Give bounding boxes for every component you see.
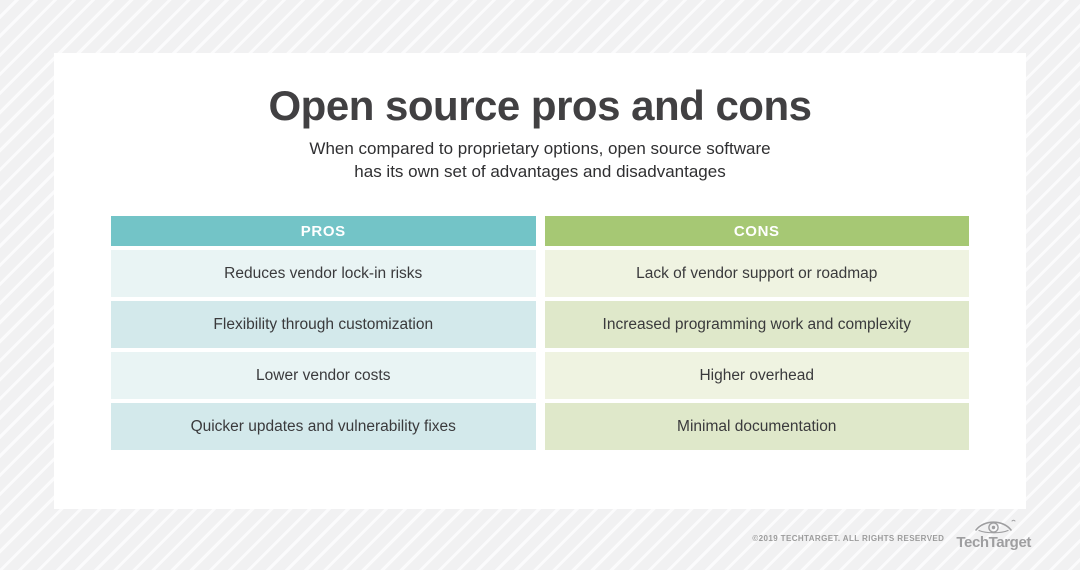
techtarget-logo: TechTarget — [956, 517, 1031, 550]
pros-cell: Quicker updates and vulnerability fixes — [111, 403, 536, 450]
pros-cell: Flexibility through customization — [111, 301, 536, 348]
eye-target-icon — [974, 519, 1016, 534]
cons-cell: Minimal documentation — [544, 403, 969, 450]
cons-column-header: CONS — [544, 216, 969, 246]
pros-cell: Reduces vendor lock-in risks — [111, 250, 536, 297]
pros-cell: Lower vendor costs — [111, 352, 536, 399]
page-subtitle: When compared to proprietary options, op… — [54, 137, 1026, 183]
cons-column: CONS Lack of vendor support or roadmap I… — [544, 216, 969, 450]
pros-column: PROS Reduces vendor lock-in risks Flexib… — [111, 216, 536, 450]
pros-cons-table: PROS Reduces vendor lock-in risks Flexib… — [111, 216, 969, 450]
copyright-text: ©2019 TECHTARGET. ALL RIGHTS RESERVED — [752, 534, 945, 543]
subtitle-line-1: When compared to proprietary options, op… — [309, 139, 771, 158]
page-title: Open source pros and cons — [268, 82, 812, 129]
pros-column-header: PROS — [111, 216, 536, 246]
infographic-card: Open source pros and cons When compared … — [54, 53, 1026, 509]
footer: ©2019 TECHTARGET. ALL RIGHTS RESERVED Te… — [752, 517, 1031, 550]
cons-cell: Lack of vendor support or roadmap — [544, 250, 969, 297]
cons-cell: Higher overhead — [544, 352, 969, 399]
logo-wordmark: TechTarget — [956, 534, 1031, 551]
cons-cell: Increased programming work and complexit… — [544, 301, 969, 348]
subtitle-line-2: has its own set of advantages and disadv… — [354, 162, 726, 181]
